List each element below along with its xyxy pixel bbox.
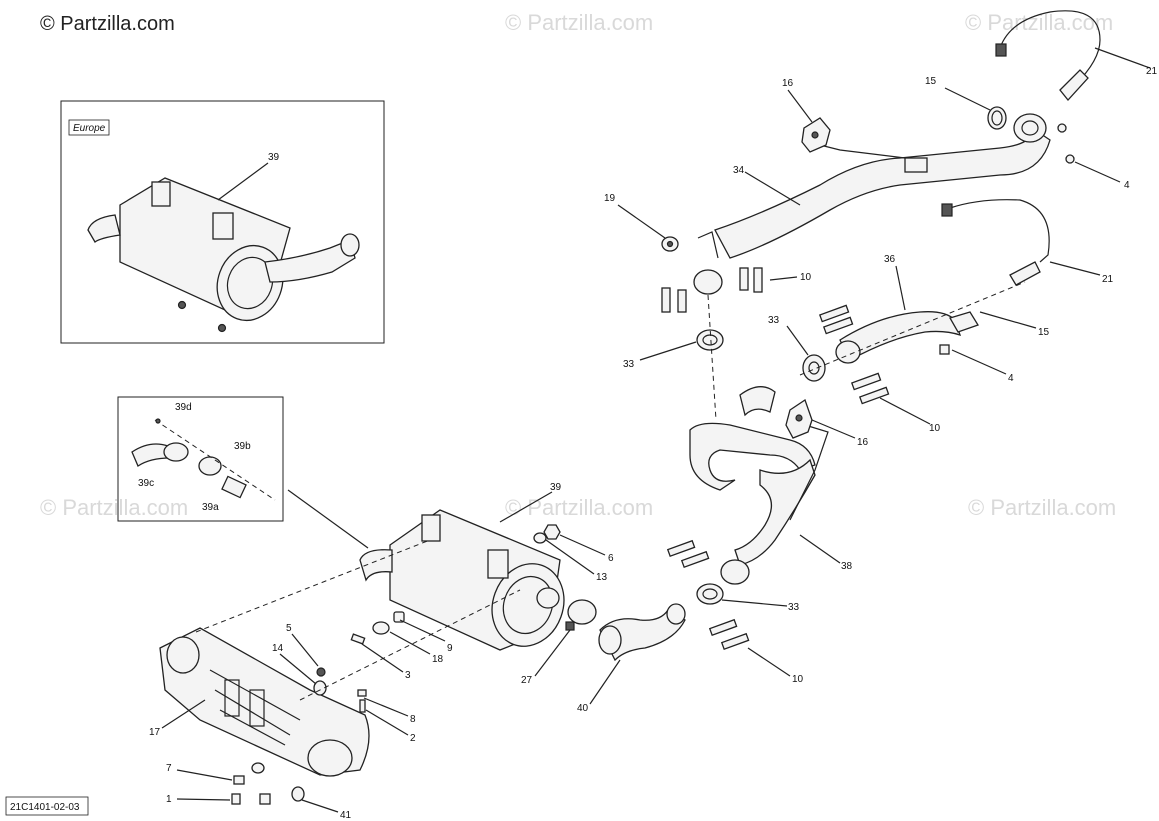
front-exhaust-pipe (714, 113, 1051, 259)
clamp (565, 599, 597, 631)
callout-10: 10 (929, 423, 941, 434)
callout-14: 14 (272, 643, 284, 654)
watermark-main: © Partzilla.com (40, 13, 175, 35)
callout-16: 16 (782, 78, 794, 89)
spacer-18 (372, 621, 390, 635)
heat-shield (159, 627, 370, 777)
callout-33: 33 (768, 315, 780, 326)
callout-39-europe: 39 (268, 152, 280, 163)
callout-15: 15 (1038, 327, 1050, 338)
exhaust-header-pipe (689, 386, 829, 585)
exhaust-flange (693, 231, 723, 295)
callout-2: 2 (410, 733, 416, 744)
tailpipe (598, 603, 686, 662)
callout-39a: 39a (202, 502, 219, 513)
watermark: © Partzilla.com (965, 10, 1113, 35)
europe-tag: Europe (73, 123, 106, 134)
callout-13: 13 (596, 572, 608, 583)
inset-europe: Europe 39 (60, 100, 385, 344)
muffler-hanger-lower (785, 398, 813, 439)
callout-15: 15 (925, 76, 937, 87)
callout-1: 1 (166, 794, 172, 805)
callout-21: 21 (1102, 274, 1114, 285)
muffler-hanger-upper (801, 117, 831, 153)
oxygen-sensor-upper (995, 10, 1101, 102)
callout-5: 5 (286, 623, 292, 634)
callout-3: 3 (405, 670, 411, 681)
callout-19: 19 (604, 193, 616, 204)
callout-8: 8 (410, 714, 416, 725)
callout-6: 6 (608, 553, 614, 564)
callout-labels: 21 15 16 4 34 19 10 21 36 33 15 33 4 10 … (149, 66, 1158, 821)
callout-38: 38 (841, 561, 853, 572)
callout-9: 9 (447, 643, 453, 654)
oxygen-sensor-lower (941, 199, 1050, 286)
bolt-3 (350, 633, 366, 645)
bushing-9 (393, 611, 405, 623)
assembly-lines (195, 281, 1026, 701)
callout-41: 41 (340, 810, 352, 821)
callout-39b: 39b (234, 441, 251, 452)
gasket-33-lower (696, 583, 724, 605)
callout-7: 7 (166, 763, 172, 774)
callout-4: 4 (1124, 180, 1130, 191)
callout-18: 18 (432, 654, 444, 665)
heat-shield-hardware (231, 667, 367, 805)
callout-33: 33 (788, 602, 800, 613)
callout-17: 17 (149, 727, 161, 738)
inset-detail: 39d 39b 39c 39a (117, 396, 369, 549)
callout-10: 10 (792, 674, 804, 685)
callout-4: 4 (1008, 373, 1014, 384)
watermark: © Partzilla.com (968, 495, 1116, 520)
diagram-code-box (5, 796, 89, 816)
watermark: © Partzilla.com (505, 495, 653, 520)
callout-40: 40 (577, 703, 589, 714)
callout-16: 16 (857, 437, 869, 448)
callout-27: 27 (521, 675, 533, 686)
gasket-33-mid (802, 354, 826, 382)
rear-exhaust-pipe (835, 311, 979, 364)
leader-lines (161, 47, 1151, 813)
callout-39: 39 (550, 482, 562, 493)
nut-4-upper (1057, 123, 1075, 164)
callout-34: 34 (733, 165, 745, 176)
callout-36: 36 (884, 254, 896, 265)
callout-39d: 39d (175, 402, 192, 413)
diagram-code: 21C1401-02-03 (10, 802, 80, 813)
callout-39c: 39c (138, 478, 154, 489)
muffler (359, 509, 565, 651)
nut-6 (543, 524, 561, 540)
springs-10-mid (818, 304, 890, 405)
springs-10-upper (661, 267, 763, 313)
gasket-15-upper (987, 106, 1007, 130)
callout-21: 21 (1146, 66, 1158, 77)
washer-13 (533, 532, 547, 544)
cap-19 (661, 236, 679, 252)
watermark: © Partzilla.com (505, 10, 653, 35)
gasket-33-upper (696, 329, 724, 351)
callout-10: 10 (800, 272, 812, 283)
springs-10-lower (666, 539, 750, 651)
callout-33: 33 (623, 359, 635, 370)
watermark: © Partzilla.com (40, 495, 188, 520)
